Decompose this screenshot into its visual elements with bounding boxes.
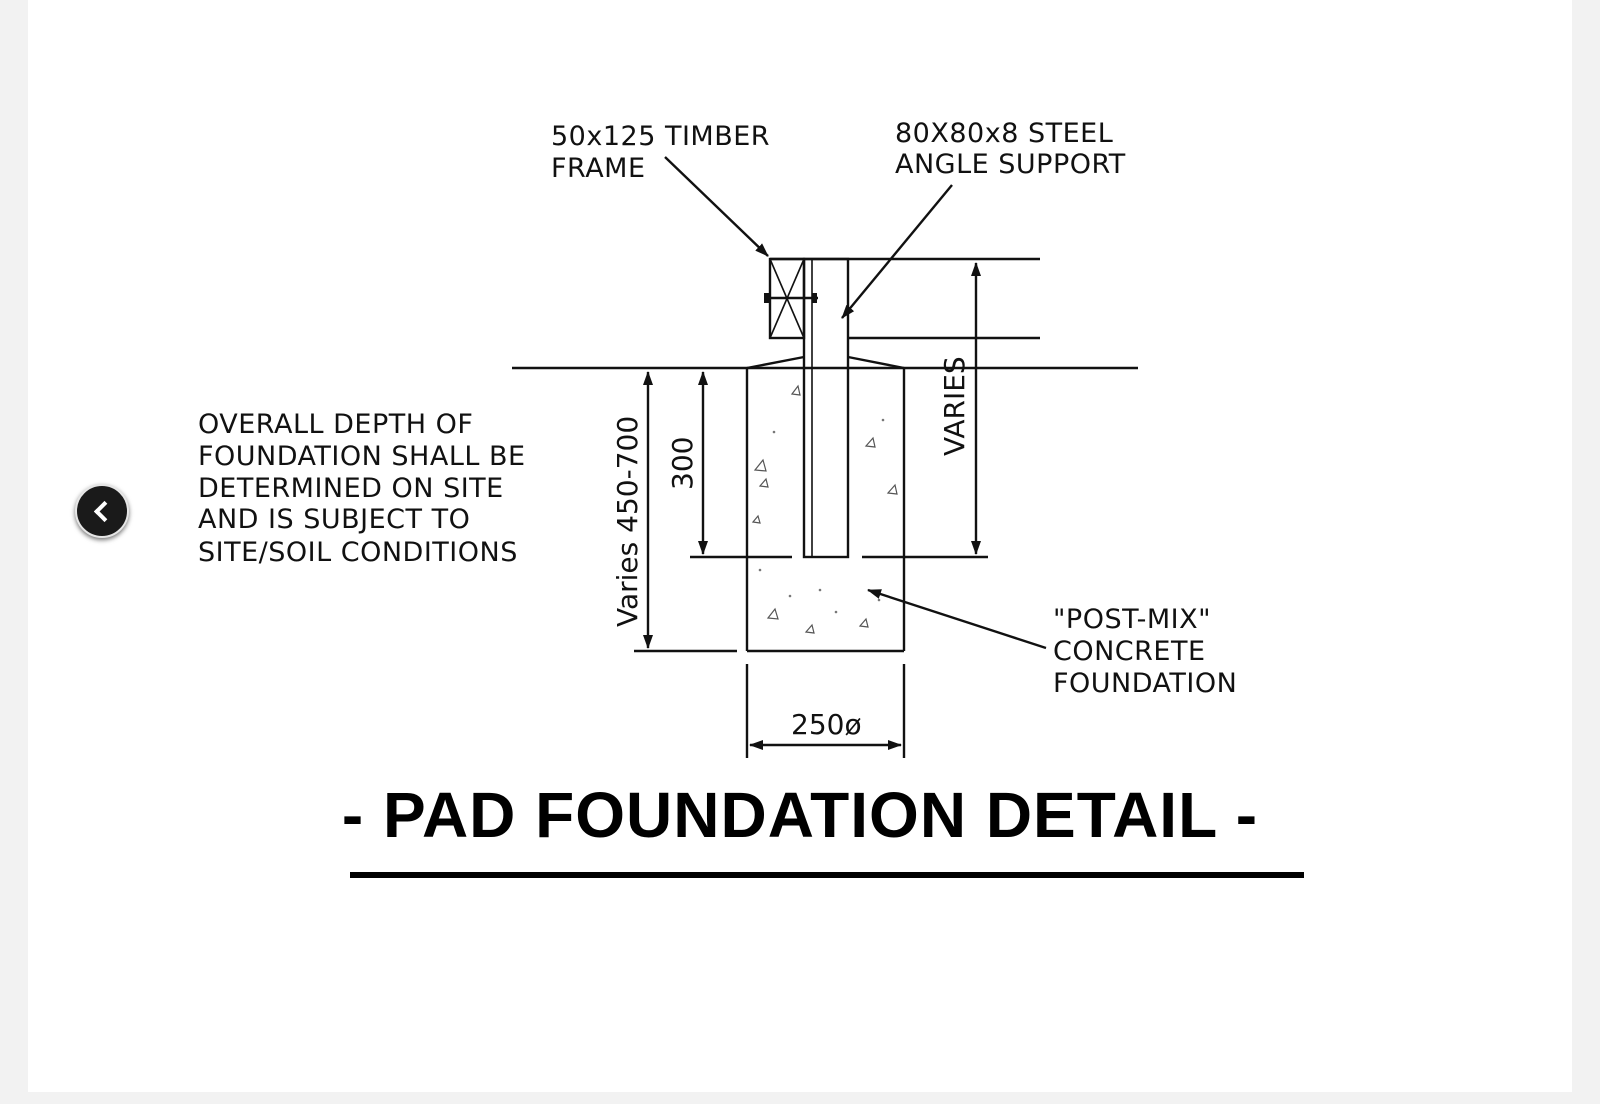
chevron-left-icon: [93, 500, 116, 522]
timber-frame-label-line-1: 50x125 TIMBER: [551, 121, 770, 152]
diagram-title: - PAD FOUNDATION DETAIL -: [341, 779, 1259, 851]
concrete-leader: [867, 588, 1047, 650]
title-container: - PAD FOUNDATION DETAIL -: [0, 778, 1600, 852]
steel-angle-post: [802, 257, 850, 559]
previous-image-button[interactable]: [75, 484, 129, 538]
depth-note-line-5: SITE/SOIL CONDITIONS: [198, 537, 518, 568]
title-underline: [350, 872, 1304, 878]
steel-angle-label-line-1: 80X80x8 STEEL: [895, 118, 1113, 149]
concrete-label-line-2: CONCRETE: [1053, 636, 1206, 667]
concrete-foundation: [745, 355, 906, 653]
depth-note-line-4: AND IS SUBJECT TO: [198, 504, 470, 535]
concrete-label-line-3: FOUNDATION: [1053, 668, 1237, 699]
diameter-label: 250ø: [791, 708, 862, 741]
concrete-label-line-1: "POST-MIX": [1053, 604, 1211, 635]
bolt-icon: [764, 293, 818, 303]
embed-depth-label: 300: [666, 437, 699, 490]
timber-frame-label-line-2: FRAME: [551, 153, 646, 184]
steel-angle-leader: [841, 184, 953, 319]
steel-angle-label-line-2: ANGLE SUPPORT: [895, 149, 1126, 180]
frame-height-label: VARIES: [938, 356, 971, 456]
depth-note-line-2: FOUNDATION SHALL BE: [198, 441, 526, 472]
timber-frame-leader: [664, 156, 769, 257]
image-viewer: [28, 0, 1572, 1092]
depth-note-line-3: DETERMINED ON SITE: [198, 473, 504, 504]
overall-depth-label: Varies 450-700: [611, 416, 644, 627]
depth-note-line-1: OVERALL DEPTH OF: [198, 409, 473, 440]
